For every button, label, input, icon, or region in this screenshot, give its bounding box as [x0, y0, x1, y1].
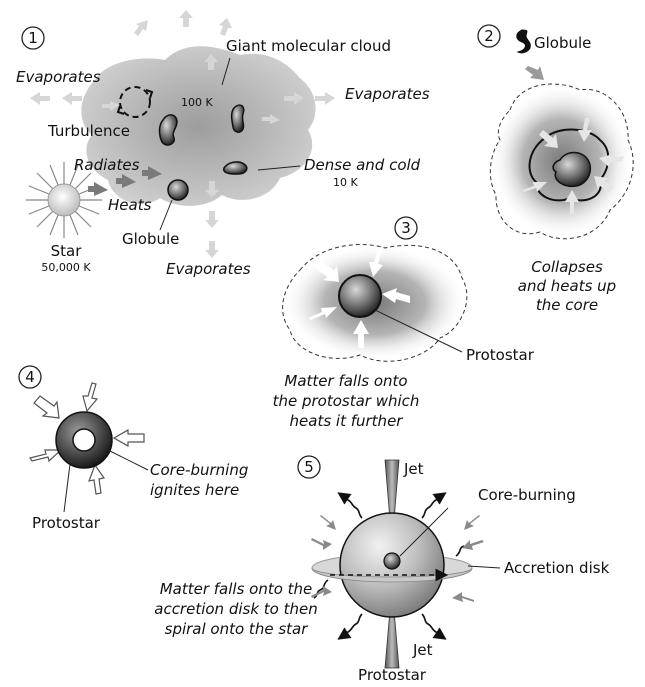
step-2-circle: [477, 24, 501, 48]
step-2-number: 2: [484, 27, 494, 45]
jet-bottom: [384, 609, 400, 669]
dense-blob: [223, 161, 248, 175]
star-temp-label: 50,000 K: [41, 261, 91, 274]
giant-cloud-label: Giant molecular cloud: [226, 37, 391, 55]
protostar-label-4: Protostar: [32, 514, 101, 532]
globule-label: Globule: [122, 230, 179, 248]
leader-line: [63, 463, 71, 513]
leader-line: [374, 309, 463, 353]
panel5-caption-line3: spiral onto the star: [165, 620, 309, 638]
globule-squiggle-icon: [516, 29, 531, 54]
panel-5: 5: [154, 455, 610, 684]
step-3-number: 3: [401, 219, 411, 237]
panel3-caption-line1: Matter falls onto: [284, 372, 407, 390]
evaporates-right-label: Evaporates: [345, 85, 430, 103]
leader-line: [467, 565, 501, 569]
collapsing-core: [552, 151, 592, 188]
panel4-caption-line1: Core-burning: [150, 461, 248, 479]
panel-3: 3 Protostar Matter falls onto the protos…: [273, 216, 535, 430]
outflow-arrows: [313, 492, 465, 640]
turbulence-label: Turbulence: [47, 122, 130, 140]
core-burning-zone: [72, 428, 96, 452]
panel3-caption-line3: heats it further: [290, 412, 404, 430]
leader-line: [399, 507, 449, 557]
star-icon: [26, 162, 102, 238]
leader-line: [221, 57, 231, 86]
evaporation-arrows: [30, 10, 335, 258]
panel5-caption-line1: Matter falls onto the: [160, 580, 313, 598]
panel4-caption-line2: ignites here: [150, 481, 239, 499]
protostar-label-3: Protostar: [466, 346, 535, 364]
infall-arrows-outline: [29, 382, 145, 495]
core-burning-core: [383, 552, 401, 570]
step-5-number: 5: [304, 458, 314, 476]
step-1-circle: [21, 26, 45, 50]
leader-line: [107, 449, 149, 471]
disk-infall-arrows: [311, 515, 484, 602]
step-4-number: 4: [25, 368, 35, 386]
dense-blob: [158, 114, 178, 146]
turbulence-loop: [116, 86, 154, 118]
core-boundary: [528, 128, 610, 202]
dense-blob: [230, 104, 245, 133]
panel2-caption-line3: the core: [536, 296, 598, 314]
infall-arrows: [308, 249, 410, 348]
evaporates-bottom-label: Evaporates: [166, 260, 251, 278]
cloud-temp-label: 100 K: [181, 96, 213, 109]
jet-top: [384, 459, 400, 521]
collapse-arrows: [522, 118, 624, 214]
leader-line: [159, 199, 173, 231]
radiation-arrows: [88, 166, 162, 196]
step-1-number: 1: [28, 29, 38, 47]
step-4-circle: [18, 365, 42, 389]
dense-cold-label: Dense and cold: [304, 156, 421, 174]
infall-arrow: [525, 66, 544, 80]
panel2-caption-line2: and heats up: [518, 277, 616, 295]
leader-line: [257, 165, 301, 171]
panel-2: 2 Globule Collapses and heats up the cor…: [477, 24, 634, 314]
protostar-3: [338, 274, 382, 318]
heats-label: Heats: [108, 196, 152, 214]
star-label: Star: [51, 242, 83, 260]
giant-molecular-cloud: [81, 46, 316, 206]
evaporates-left-label: Evaporates: [16, 68, 101, 86]
dense-temp-label: 10 K: [333, 176, 358, 189]
globule-label-2: Globule: [534, 34, 591, 52]
panel3-caption-line2: the protostar which: [273, 392, 420, 410]
jet-top-label: Jet: [403, 460, 424, 478]
panel-4: 4 Core-burning ignites here Protostar: [18, 365, 248, 532]
step-3-circle: [394, 216, 418, 240]
radiates-label: Radiates: [74, 156, 140, 174]
step-5-circle: [297, 455, 321, 479]
protostar-label-5: Protostar: [358, 666, 427, 684]
panel5-caption-line2: accretion disk to then: [154, 600, 318, 618]
panel-1: 1: [16, 10, 430, 278]
panel2-caption-line1: Collapses: [531, 258, 603, 276]
jet-bottom-label: Jet: [412, 641, 433, 659]
accretion-disk-label: Accretion disk: [504, 559, 610, 577]
core-burning-label: Core-burning: [478, 486, 576, 504]
globule-sphere: [167, 179, 189, 201]
